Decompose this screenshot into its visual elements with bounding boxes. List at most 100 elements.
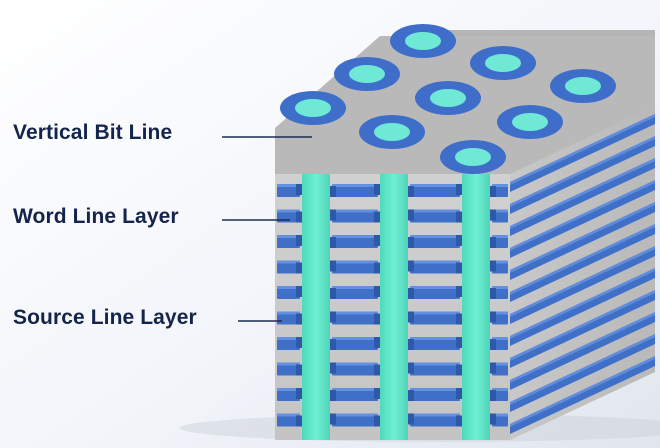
word-line-bar-highlight bbox=[332, 388, 378, 391]
gate-block bbox=[456, 262, 464, 274]
side-word-line-highlight bbox=[510, 158, 655, 229]
word-line-bar-highlight bbox=[332, 235, 378, 238]
word-line-bar bbox=[332, 260, 378, 274]
gate-block bbox=[456, 313, 464, 325]
word-line-bar-highlight bbox=[492, 209, 508, 213]
bit-line-ring-core bbox=[374, 123, 410, 141]
gate-block bbox=[488, 362, 496, 374]
word-line-bar bbox=[410, 260, 460, 274]
side-word-line-highlight bbox=[510, 180, 655, 251]
word-line-bar-highlight bbox=[332, 337, 378, 340]
gate-block bbox=[328, 260, 336, 272]
gate-block bbox=[374, 262, 382, 274]
word-line-bar-highlight bbox=[277, 235, 300, 238]
bit-line-ring-core bbox=[349, 65, 385, 83]
gate-block bbox=[328, 209, 336, 221]
word-line-bar-highlight bbox=[277, 388, 300, 391]
word-line-bar bbox=[410, 184, 460, 197]
word-line-bar bbox=[277, 311, 300, 325]
side-word-line-highlight bbox=[510, 114, 655, 185]
side-word-line-highlight bbox=[510, 202, 655, 273]
gate-block bbox=[374, 184, 382, 195]
gate-block bbox=[488, 288, 496, 299]
word-line-bar-highlight bbox=[277, 286, 300, 289]
gate-block bbox=[406, 237, 414, 248]
gate-block bbox=[406, 311, 414, 323]
gate-block bbox=[328, 390, 336, 401]
gate-block bbox=[296, 364, 304, 376]
word-line-bar bbox=[410, 311, 460, 325]
gate-block bbox=[406, 186, 414, 197]
gate-block bbox=[488, 390, 496, 401]
gate-block bbox=[374, 313, 382, 325]
bit-line-ring-core bbox=[295, 99, 331, 117]
word-line-bar bbox=[332, 286, 378, 299]
word-line-bar-highlight bbox=[332, 184, 378, 187]
gate-block bbox=[328, 339, 336, 350]
gate-block bbox=[296, 313, 304, 325]
word-line-bar-highlight bbox=[410, 362, 460, 366]
gate-block bbox=[488, 237, 496, 248]
bit-line-top-rings bbox=[280, 24, 616, 174]
gate-block bbox=[296, 211, 304, 223]
gate-block bbox=[406, 288, 414, 299]
word-line-bar-highlight bbox=[277, 337, 300, 340]
word-line-bar-highlight bbox=[492, 286, 508, 289]
word-line-bar bbox=[277, 413, 300, 427]
vertical-bit-line-pillar bbox=[302, 140, 330, 440]
side-word-line-highlight bbox=[510, 268, 655, 339]
word-line-bar bbox=[332, 235, 378, 248]
gate-block bbox=[456, 286, 464, 297]
word-line-bar-highlight bbox=[410, 235, 460, 238]
bit-line-ring-core bbox=[485, 54, 521, 72]
word-line-bar-highlight bbox=[332, 311, 378, 315]
gate-block bbox=[296, 388, 304, 399]
word-line-bar-highlight bbox=[277, 362, 300, 366]
gate-block bbox=[328, 413, 336, 425]
bit-line-ring-core bbox=[455, 148, 491, 166]
word-line-bar-highlight bbox=[410, 311, 460, 315]
word-line-bar-highlight bbox=[410, 388, 460, 391]
word-line-bar bbox=[410, 209, 460, 223]
gate-block bbox=[456, 211, 464, 223]
vertical-bit-line-pillar bbox=[462, 140, 490, 440]
gate-block bbox=[374, 415, 382, 427]
word-line-bar bbox=[277, 184, 300, 197]
gate-block bbox=[406, 413, 414, 425]
gate-block bbox=[406, 209, 414, 221]
bit-line-ring-core bbox=[405, 32, 441, 50]
word-line-bar bbox=[332, 362, 378, 376]
gate-block bbox=[374, 286, 382, 297]
label-vertical-bit-line: Vertical Bit Line bbox=[13, 121, 173, 144]
gate-block bbox=[488, 209, 496, 221]
gate-block bbox=[406, 339, 414, 350]
side-word-line-highlight bbox=[510, 136, 655, 207]
gate-block bbox=[456, 364, 464, 376]
word-line-bar bbox=[410, 388, 460, 401]
gate-block bbox=[296, 415, 304, 427]
word-line-bar bbox=[277, 337, 300, 350]
gate-block bbox=[328, 362, 336, 374]
gate-block bbox=[456, 337, 464, 348]
word-line-bar-highlight bbox=[277, 413, 300, 417]
gate-block bbox=[296, 235, 304, 246]
word-line-bar-highlight bbox=[332, 413, 378, 417]
gate-block bbox=[374, 211, 382, 223]
word-line-bar-highlight bbox=[492, 311, 508, 315]
word-line-bar bbox=[277, 388, 300, 401]
word-line-bar-highlight bbox=[410, 286, 460, 289]
word-line-bar bbox=[410, 362, 460, 376]
gate-block bbox=[456, 184, 464, 195]
word-line-bar-highlight bbox=[277, 260, 300, 264]
word-line-bar bbox=[277, 260, 300, 274]
gate-block bbox=[296, 184, 304, 195]
word-line-bar bbox=[410, 235, 460, 248]
side-word-line-highlight bbox=[510, 224, 655, 295]
gate-block bbox=[488, 311, 496, 323]
gate-block bbox=[456, 235, 464, 246]
word-line-bar-highlight bbox=[492, 337, 508, 340]
word-line-bar bbox=[410, 337, 460, 350]
gate-block bbox=[406, 390, 414, 401]
word-line-bar-highlight bbox=[492, 362, 508, 366]
